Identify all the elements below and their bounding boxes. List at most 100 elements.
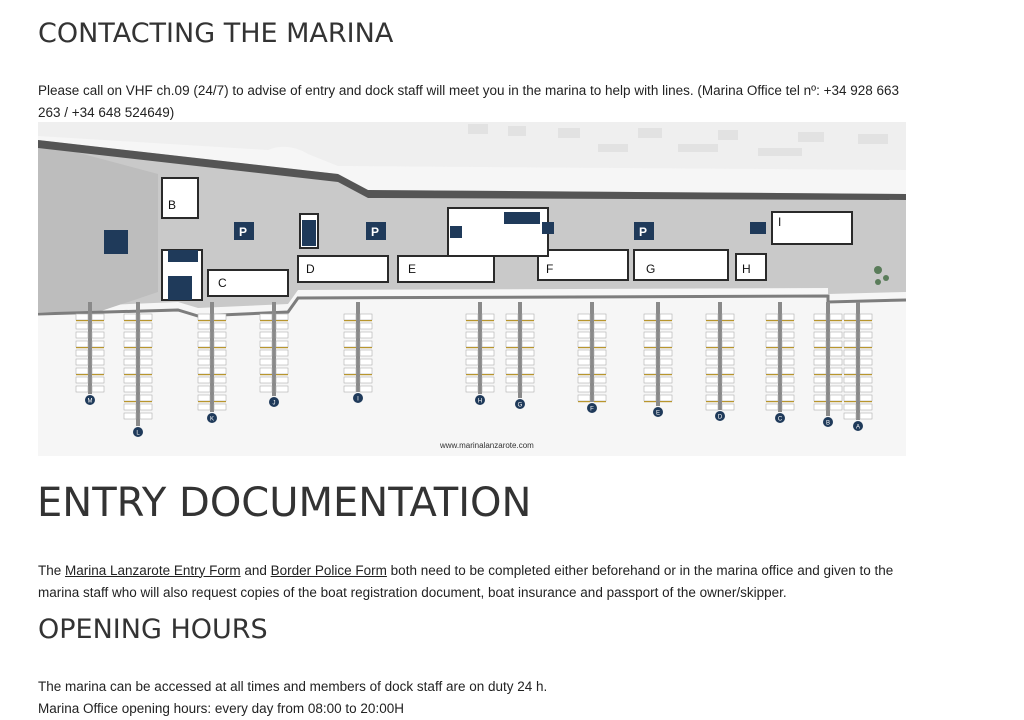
finger-pier [260, 374, 272, 376]
berth-slip [521, 340, 535, 348]
berth-slip [139, 394, 153, 402]
berth-slip [197, 340, 211, 348]
parking-symbol: P [371, 225, 379, 239]
berth-slip [521, 349, 535, 357]
finger-pier [344, 347, 356, 349]
berth-slip [359, 331, 373, 339]
finger-pier [766, 374, 778, 376]
pontoon-walkway [518, 302, 522, 398]
berth-slip [593, 340, 607, 348]
map-website: www.marinalanzarote.com [439, 441, 534, 450]
finger-pier [782, 320, 794, 322]
berth-slip [259, 367, 273, 375]
berth-slip [275, 349, 289, 357]
finger-pier [594, 374, 606, 376]
berth-slip [705, 313, 719, 321]
berth-slip [197, 358, 211, 366]
pontoon-walkway [778, 302, 782, 412]
berth-slip [577, 394, 591, 402]
berth-slip [643, 313, 657, 321]
pontoon-walkway [88, 302, 92, 394]
pontoon-marker [207, 413, 217, 423]
finger-pier [140, 401, 152, 403]
finger-pier [360, 347, 372, 349]
berth-slip [859, 313, 873, 321]
berth-slip [197, 403, 211, 411]
berth-slip [721, 313, 735, 321]
berth-slip [705, 376, 719, 384]
berth-slip [705, 340, 719, 348]
berth-slip [213, 367, 227, 375]
berth-slip [481, 322, 495, 330]
finger-pier [594, 347, 606, 349]
berth-slip [197, 367, 211, 375]
finger-pier [482, 374, 494, 376]
berth-slip [139, 412, 153, 420]
berth-slip [829, 376, 843, 384]
finger-pier [860, 401, 872, 403]
berth-slip [765, 349, 779, 357]
berth-slip [593, 376, 607, 384]
finger-pier [814, 374, 826, 376]
berth-slip [343, 331, 357, 339]
berth-slip [859, 358, 873, 366]
pontoon-label: B [826, 421, 830, 427]
building-label: D [306, 262, 315, 276]
berth-slip [213, 322, 227, 330]
finger-pier [844, 320, 856, 322]
berth-slip [213, 358, 227, 366]
berth-slip [813, 367, 827, 375]
finger-pier [214, 374, 226, 376]
pontoon-walkway [856, 302, 860, 420]
berth-slip [859, 412, 873, 420]
berth-slip [705, 385, 719, 393]
berth-slip [75, 358, 89, 366]
berth-slip [91, 385, 105, 393]
finger-pier [722, 401, 734, 403]
border-police-form-link[interactable]: Border Police Form [270, 562, 387, 578]
parking-icon [634, 222, 654, 240]
berth-slip [481, 340, 495, 348]
berth-slip [75, 322, 89, 330]
pontoon-label: F [590, 407, 594, 413]
pontoon-walkway [356, 302, 360, 392]
finger-pier [660, 374, 672, 376]
finger-pier [482, 347, 494, 349]
berth-slip [213, 313, 227, 321]
berth-slip [593, 394, 607, 402]
pontoon-label: G [518, 403, 523, 409]
berth-slip [123, 367, 137, 375]
berth-slip [781, 322, 795, 330]
berth-slip [343, 322, 357, 330]
berth-slip [843, 349, 857, 357]
berth-slip [505, 376, 519, 384]
berth-slip [123, 376, 137, 384]
berth-slip [781, 394, 795, 402]
berth-slip [521, 322, 535, 330]
berth-slip [721, 340, 735, 348]
berth-slip [659, 331, 673, 339]
pontoon-walkway [272, 302, 276, 396]
berth-slip [465, 331, 479, 339]
berth-slip [765, 367, 779, 375]
finger-pier [860, 347, 872, 349]
berth-slip [359, 349, 373, 357]
finger-pier [644, 401, 656, 403]
berth-slip [721, 403, 735, 411]
entry-form-link[interactable]: Marina Lanzarote Entry Form [65, 562, 241, 578]
berth-slip [577, 340, 591, 348]
berth-slip [465, 322, 479, 330]
berth-slip [275, 322, 289, 330]
berth-slip [123, 340, 137, 348]
berth-slip [123, 331, 137, 339]
berth-slip [213, 376, 227, 384]
finger-pier [578, 347, 590, 349]
berth-slip [705, 349, 719, 357]
building-label: C [218, 276, 227, 290]
parking-symbol: P [639, 225, 647, 239]
berth-slip [643, 340, 657, 348]
berth-slip [659, 394, 673, 402]
berth-slip [659, 313, 673, 321]
pontoon-walkway [210, 302, 214, 412]
berth-slip [843, 358, 857, 366]
